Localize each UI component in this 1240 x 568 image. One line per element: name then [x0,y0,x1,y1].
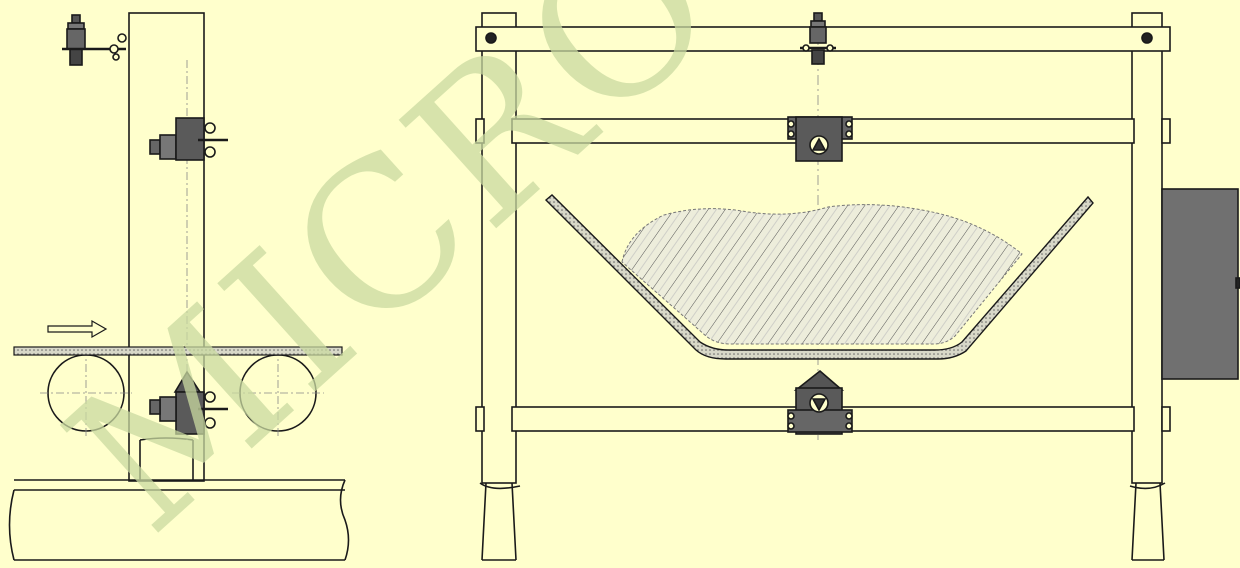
conveyor-trough [544,194,1094,360]
sensor-head-up-icon [787,116,853,162]
sensor-head-down-icon [787,369,853,435]
proximity-sensor-icon [62,14,127,66]
arrow-right-icon [47,319,108,339]
conveyor-belt [13,346,343,356]
frame-column-right [1131,12,1163,484]
frame-column-left [481,12,517,484]
right-front-view [475,12,1240,561]
foot-left [481,482,517,561]
thickness-sensor-upper-icon [149,117,228,161]
electronics-housing-icon [1161,188,1240,380]
vertical-post [128,12,205,482]
thickness-sensor-lower-icon [149,370,228,435]
foot-right [1131,482,1165,561]
left-side-view [8,12,350,561]
bulk-material [621,204,1023,345]
proximity-sensor-icon [800,12,836,65]
